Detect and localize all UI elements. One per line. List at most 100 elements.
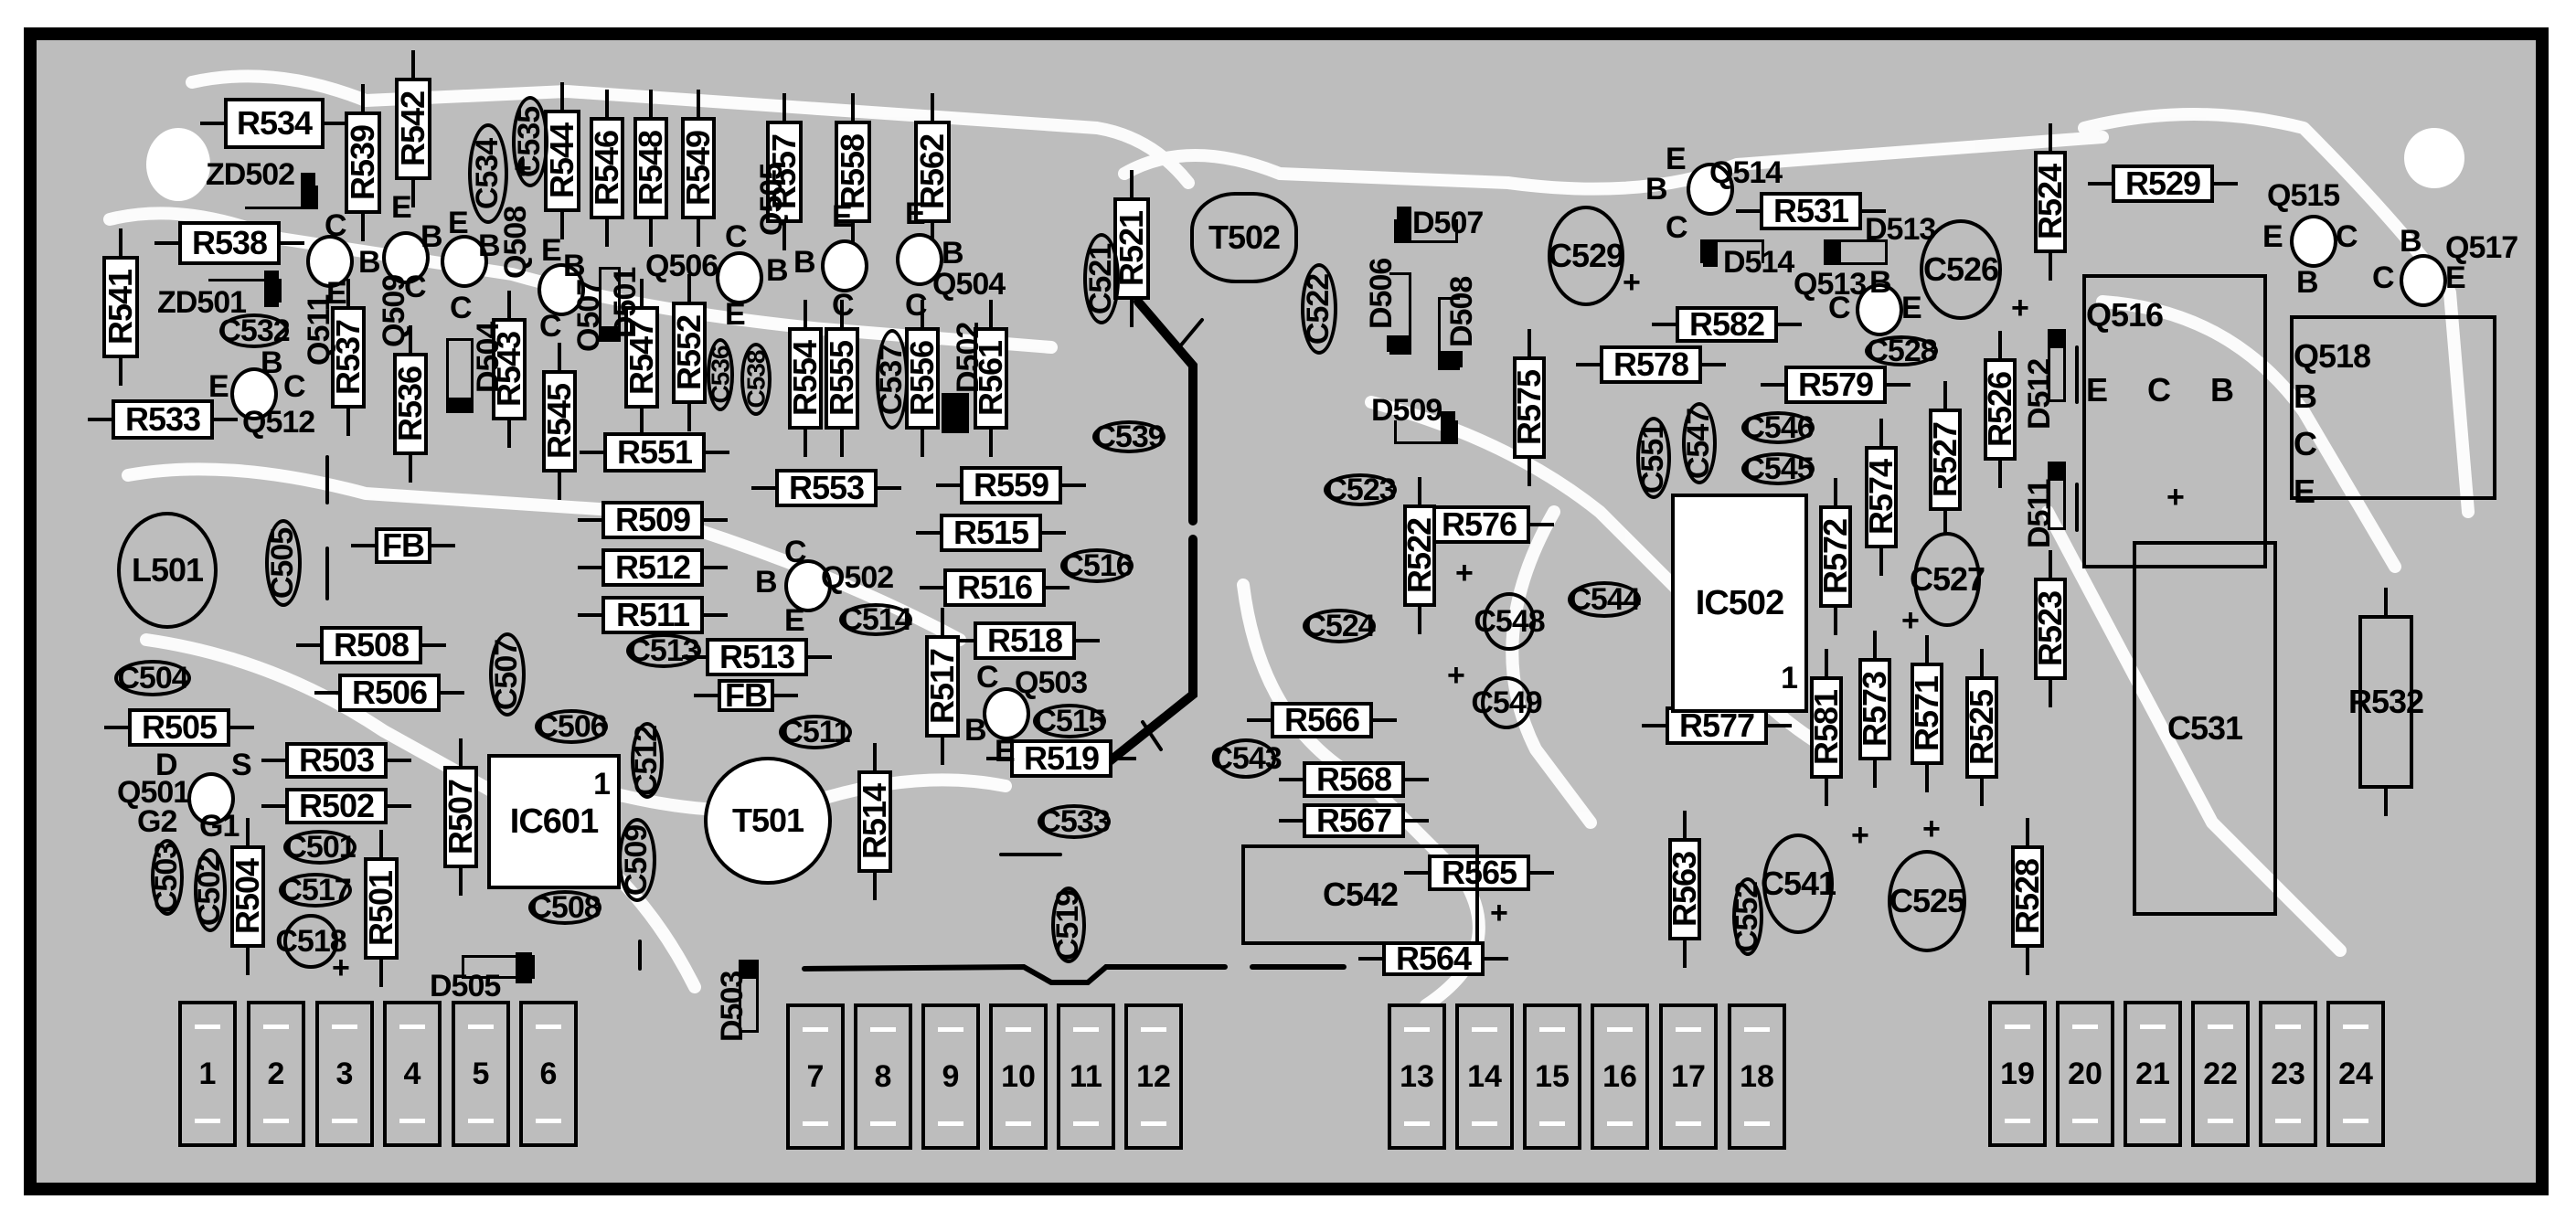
capacitor-c517[interactable]: C517 bbox=[279, 872, 352, 908]
terminal-8[interactable]: 8 bbox=[854, 1003, 912, 1150]
capacitor-c506[interactable]: C506 bbox=[535, 708, 608, 744]
diode-zd502[interactable] bbox=[245, 173, 318, 209]
transistor-q516[interactable]: Q516 E C B bbox=[2082, 274, 2267, 568]
ferrite-bead-fb2[interactable]: FB bbox=[694, 676, 798, 714]
capacitor-c503[interactable]: C503 bbox=[150, 839, 185, 916]
resistor-r537[interactable]: R537 bbox=[329, 279, 367, 436]
resistor-r544[interactable]: R544 bbox=[543, 82, 580, 239]
terminal-21[interactable]: 21 bbox=[2124, 1001, 2182, 1147]
resistor-r553[interactable]: R553 bbox=[751, 469, 901, 507]
resistor-r555[interactable]: R555 bbox=[823, 300, 860, 457]
transistor-q513[interactable] bbox=[1856, 283, 1903, 336]
transistor-q512[interactable] bbox=[230, 367, 278, 420]
transformer-t502[interactable]: T502 bbox=[1190, 192, 1298, 283]
capacitor-c543[interactable]: C543 bbox=[1210, 738, 1283, 779]
transistor-q511[interactable] bbox=[306, 235, 354, 288]
capacitor-c501[interactable]: C501 bbox=[283, 829, 357, 865]
resistor-r539[interactable]: R539 bbox=[344, 84, 381, 241]
ferrite-bead-fb1[interactable]: FB bbox=[351, 526, 455, 564]
resistor-r509[interactable]: R509 bbox=[578, 501, 728, 539]
capacitor-c513[interactable]: C513 bbox=[626, 633, 701, 668]
capacitor-c518[interactable]: C518 bbox=[275, 914, 347, 969]
capacitor-c508[interactable]: C508 bbox=[528, 889, 601, 925]
terminal-5[interactable]: 5 bbox=[452, 1001, 510, 1147]
terminal-17[interactable]: 17 bbox=[1659, 1003, 1718, 1150]
capacitor-c522[interactable]: C522 bbox=[1301, 263, 1337, 355]
capacitor-c502[interactable]: C502 bbox=[193, 848, 228, 932]
capacitor-c538[interactable]: C538 bbox=[740, 343, 772, 416]
diode-d513[interactable] bbox=[1824, 239, 1888, 265]
terminal-1[interactable]: 1 bbox=[178, 1001, 237, 1147]
resistor-r533[interactable]: R533 bbox=[88, 399, 238, 440]
resistor-r513[interactable]: R513 bbox=[682, 638, 832, 676]
transistor-q517[interactable] bbox=[2400, 254, 2447, 307]
resistor-r545[interactable]: R545 bbox=[540, 343, 578, 500]
terminal-12[interactable]: 12 bbox=[1124, 1003, 1183, 1150]
resistor-r558[interactable]: R558 bbox=[834, 93, 871, 250]
terminal-4[interactable]: 4 bbox=[383, 1001, 442, 1147]
resistor-r551[interactable]: R551 bbox=[580, 432, 729, 472]
capacitor-c521[interactable]: C521 bbox=[1083, 233, 1120, 324]
resistor-r548[interactable]: R548 bbox=[632, 90, 669, 247]
resistor-r563[interactable]: R563 bbox=[1666, 811, 1703, 968]
capacitor-c535[interactable]: C535 bbox=[512, 96, 548, 187]
capacitor-c534[interactable]: C534 bbox=[468, 123, 508, 224]
resistor-r547[interactable]: R547 bbox=[623, 279, 660, 436]
resistor-r528[interactable]: R528 bbox=[2008, 818, 2046, 975]
resistor-r523[interactable]: R523 bbox=[2031, 550, 2069, 707]
resistor-r504[interactable]: R504 bbox=[229, 818, 266, 975]
terminal-6[interactable]: 6 bbox=[519, 1001, 578, 1147]
resistor-r581[interactable]: R581 bbox=[1807, 649, 1845, 806]
resistor-r576[interactable]: R576 bbox=[1404, 505, 1554, 544]
capacitor-c504[interactable]: C504 bbox=[114, 660, 191, 696]
capacitor-c533[interactable]: C533 bbox=[1038, 803, 1111, 839]
terminal-11[interactable]: 11 bbox=[1057, 1003, 1115, 1150]
resistor-r575[interactable]: R575 bbox=[1510, 329, 1548, 486]
terminal-13[interactable]: 13 bbox=[1388, 1003, 1446, 1150]
resistor-r556[interactable]: R556 bbox=[903, 300, 941, 457]
capacitor-c526[interactable]: C526 bbox=[1920, 219, 2002, 320]
diode-d501[interactable] bbox=[599, 267, 621, 342]
capacitor-c531[interactable]: C531 bbox=[2133, 541, 2277, 916]
capacitor-c549[interactable]: C549 bbox=[1471, 676, 1543, 729]
resistor-r508[interactable]: R508 bbox=[296, 626, 446, 664]
capacitor-c541[interactable]: C541 bbox=[1761, 833, 1836, 934]
transistor-q503[interactable] bbox=[983, 687, 1030, 740]
diode-d505[interactable] bbox=[462, 952, 535, 983]
resistor-r506[interactable]: R506 bbox=[314, 674, 464, 712]
capacitor-c528[interactable]: C528 bbox=[1865, 333, 1938, 368]
capacitor-c507[interactable]: C507 bbox=[489, 632, 526, 717]
resistor-r566[interactable]: R566 bbox=[1247, 701, 1397, 738]
resistor-r538[interactable]: R538 bbox=[154, 221, 304, 265]
diode-d514[interactable] bbox=[1700, 239, 1764, 267]
transistor-q508[interactable] bbox=[441, 235, 488, 288]
terminal-19[interactable]: 19 bbox=[1988, 1001, 2047, 1147]
capacitor-c537[interactable]: C537 bbox=[875, 329, 910, 430]
terminal-20[interactable]: 20 bbox=[2056, 1001, 2114, 1147]
diode-zd501[interactable] bbox=[208, 271, 282, 307]
resistor-r565[interactable]: R565 bbox=[1404, 854, 1554, 891]
resistor-r546[interactable]: R546 bbox=[588, 90, 625, 247]
resistor-r559[interactable]: R559 bbox=[936, 466, 1086, 504]
resistor-r542[interactable]: R542 bbox=[394, 50, 431, 207]
transformer-t501[interactable]: T501 bbox=[704, 757, 832, 885]
resistor-r549[interactable]: R549 bbox=[679, 90, 717, 247]
resistor-r574[interactable]: R574 bbox=[1862, 419, 1900, 576]
resistor-r511[interactable]: R511 bbox=[578, 596, 728, 634]
terminal-23[interactable]: 23 bbox=[2259, 1001, 2317, 1147]
resistor-r514[interactable]: R514 bbox=[856, 743, 893, 900]
resistor-r515[interactable]: R515 bbox=[916, 514, 1066, 552]
diode-d503[interactable] bbox=[739, 960, 759, 1033]
capacitor-c515[interactable]: C515 bbox=[1033, 703, 1106, 738]
resistor-r518[interactable]: R518 bbox=[950, 621, 1100, 660]
capacitor-c516[interactable]: C516 bbox=[1060, 547, 1134, 583]
transistor-q506[interactable] bbox=[716, 251, 763, 304]
resistor-r524[interactable]: R524 bbox=[2031, 123, 2069, 281]
terminal-9[interactable]: 9 bbox=[921, 1003, 980, 1150]
capacitor-c524[interactable]: C524 bbox=[1303, 608, 1376, 643]
resistor-r568[interactable]: R568 bbox=[1279, 760, 1429, 798]
inductor-l501[interactable]: L501 bbox=[117, 512, 218, 629]
resistor-r516[interactable]: R516 bbox=[920, 568, 1070, 607]
transistor-q502[interactable] bbox=[784, 559, 832, 612]
resistor-r503[interactable]: R503 bbox=[261, 741, 411, 779]
